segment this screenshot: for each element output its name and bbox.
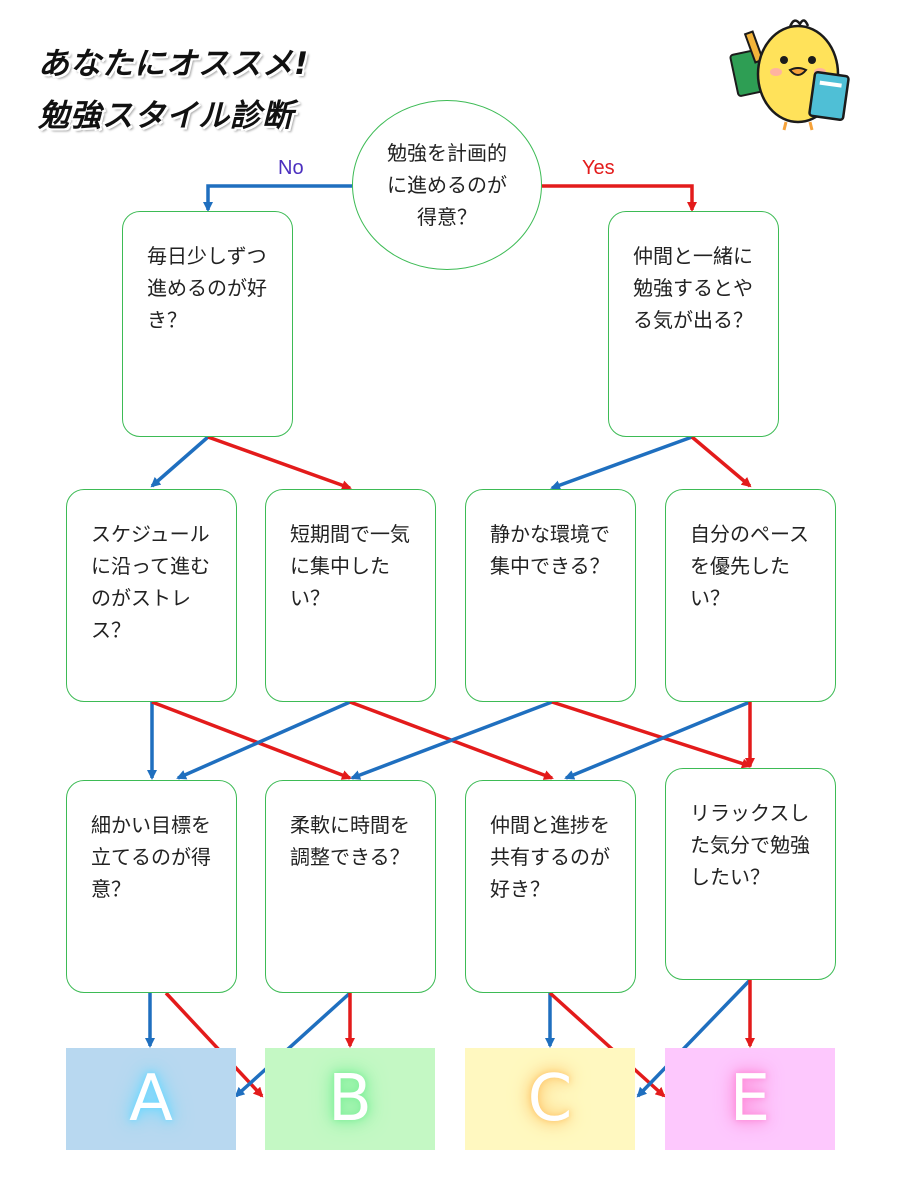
question-schedule-text: スケジュールに沿って進むのがストレス？ [91, 522, 210, 642]
arrow-quiet-yes [551, 700, 752, 769]
arrow-flexible-no [234, 991, 352, 1098]
arrow-quiet-no [350, 700, 553, 780]
edge-label-yes: Yes [582, 157, 615, 179]
question-quiet: 静かな環境で集中できる？ [465, 489, 636, 702]
question-start: 勉強を計画的に進めるのが得意？ [352, 100, 542, 270]
question-flexible: 柔軟に時間を調整できる？ [265, 780, 436, 993]
result-c: C [465, 1048, 635, 1150]
result-c-letter: C [527, 1062, 573, 1136]
arrow-short-no [176, 700, 351, 780]
question-short-term: 短期間で一気に集中したい？ [265, 489, 436, 702]
question-short-term-text: 短期間で一気に集中したい？ [290, 522, 410, 610]
arrow-qno-no [150, 435, 210, 488]
question-schedule: スケジュールに沿って進むのがストレス？ [66, 489, 237, 702]
result-e: E [665, 1048, 835, 1150]
arrow-qyes-yes [690, 435, 752, 488]
arrow-goals-yes [164, 991, 264, 1098]
result-e-letter: E [729, 1062, 771, 1136]
arrow-share-yes [548, 991, 666, 1098]
question-yes-branch: 仲間と一緒に勉強するとやる気が出る？ [608, 211, 779, 437]
page-title-line2: 勉強スタイル診断 [38, 98, 294, 134]
chick-with-books-icon [729, 19, 850, 131]
question-relax: リラックスした気分で勉強したい？ [665, 768, 836, 980]
arrow-relax-no [636, 978, 752, 1098]
page-title-line1: あなたにオススメ! [38, 46, 310, 82]
question-no-branch-text: 毎日少しずつ進めるのが好き？ [147, 244, 267, 332]
edge-label-no: No [278, 157, 304, 179]
question-pace-text: 自分のペースを優先したい？ [690, 522, 809, 610]
question-relax-text: リラックスした気分で勉強したい？ [690, 801, 810, 889]
question-no-branch: 毎日少しずつ進めるのが好き？ [122, 211, 293, 437]
arrow-start-no [203, 184, 352, 212]
question-share: 仲間と進捗を共有するのが好き？ [465, 780, 636, 993]
result-b-letter: B [328, 1062, 372, 1136]
question-pace: 自分のペースを優先したい？ [665, 489, 836, 702]
question-quiet-text: 静かな環境で集中できる？ [490, 522, 610, 578]
question-yes-branch-text: 仲間と一緒に勉強するとやる気が出る？ [633, 244, 753, 332]
question-start-text: 勉強を計画的に進めるのが得意？ [387, 141, 507, 229]
result-a-letter: A [129, 1062, 173, 1136]
question-goals-text: 細かい目標を立てるのが得意？ [91, 813, 211, 901]
arrow-schedule-yes [151, 700, 352, 780]
arrow-pace-no [564, 700, 751, 780]
question-flexible-text: 柔軟に時間を調整できる？ [290, 813, 410, 869]
question-share-text: 仲間と進捗を共有するのが好き？ [490, 813, 610, 901]
result-b: B [265, 1048, 435, 1150]
result-a: A [66, 1048, 236, 1150]
arrow-qno-yes [207, 435, 352, 491]
question-goals: 細かい目標を立てるのが得意？ [66, 780, 237, 993]
arrow-qyes-no [550, 435, 693, 490]
arrow-start-yes [542, 184, 697, 212]
